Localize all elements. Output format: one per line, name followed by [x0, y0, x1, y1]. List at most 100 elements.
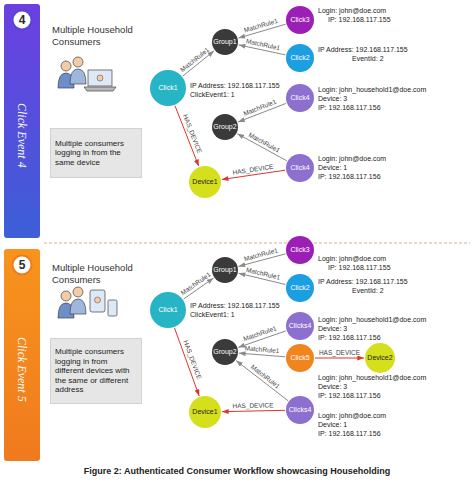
text-holder: 5	[11, 254, 33, 276]
property-text: IP Address: 192.168.117.155	[190, 82, 280, 91]
property-text: IP: 192.168.117.156	[318, 104, 381, 113]
person-head	[61, 61, 71, 71]
node-circle	[286, 84, 314, 112]
node-label: Group2	[213, 348, 236, 356]
node-circle	[212, 114, 238, 140]
step-number: 4	[19, 13, 26, 27]
node-circle	[189, 396, 221, 428]
node-label: Clicks4	[289, 322, 312, 330]
note-box: Multiple consumers logging in from diffe…	[50, 338, 142, 404]
property-text: Login: john_household1@doe.com	[318, 86, 426, 95]
property-text: ClickEvent1: 1	[190, 311, 235, 320]
panel-heading: Multiple Household Consumers	[52, 24, 142, 48]
node-label: Click2	[290, 54, 309, 62]
node-circle	[150, 292, 186, 328]
person-body	[70, 299, 86, 314]
property-text: IP Address: 192.168.117.155	[318, 278, 408, 287]
property-text: Device: 3	[318, 95, 347, 104]
node-label: Device1	[192, 408, 217, 416]
edge-label: HAS_DEVICE	[233, 402, 274, 409]
click-node: Clicks4	[286, 396, 314, 424]
node-label: Click1	[158, 306, 177, 314]
badge-circle	[13, 11, 32, 30]
text-holder: Click4	[286, 84, 314, 112]
node-label: Click2	[290, 284, 309, 292]
device-connector	[315, 358, 364, 359]
click-node: Click2	[286, 44, 314, 72]
node-label: Device2	[367, 354, 392, 362]
node-label: Click3	[290, 246, 309, 254]
panel-separator	[44, 243, 470, 244]
text-holder: Click Event 4	[4, 32, 40, 238]
text-holder: Device1	[189, 166, 221, 198]
node-label: Group1	[213, 38, 236, 46]
node-label: Device1	[192, 178, 217, 186]
property-text: EventId: 2	[352, 287, 384, 296]
edge-label: MatchRule1	[249, 364, 280, 390]
node-circle	[286, 396, 314, 424]
laptop-screen	[88, 70, 112, 86]
edge-label: MatchRule1	[245, 345, 280, 354]
click-node: Click1	[150, 292, 186, 328]
click-node: Click3	[286, 236, 314, 264]
device-node: Device1	[189, 166, 221, 198]
edge-label: MatchRule1	[243, 326, 278, 344]
panel-band: Click Event 55	[4, 249, 40, 461]
property-text: IP Address: 192.168.117.155	[318, 46, 408, 55]
node-circle	[286, 154, 314, 182]
band-title: Click Event 4	[15, 103, 29, 168]
screen-avatar	[95, 297, 101, 303]
text-holder: Click3	[286, 236, 314, 264]
group-node: Group2	[212, 339, 238, 365]
screen-avatar	[97, 75, 103, 81]
text-holder: Click Event 5	[4, 277, 40, 461]
text-holder: Device2	[365, 343, 395, 373]
note-box: Multiple consumers logging in from the s…	[50, 128, 142, 178]
group-node: Group1	[212, 29, 238, 55]
node-label: Click4	[290, 164, 309, 172]
property-text: IP: 192.168.117.156	[318, 173, 381, 182]
text-holder: Multiple consumers logging in from diffe…	[51, 339, 141, 403]
text-holder: Click3	[286, 6, 314, 34]
property-text: Device: 3	[318, 383, 347, 392]
property-text: Login: john@doe.com	[318, 412, 386, 421]
step-badge: 5	[11, 254, 33, 276]
panel-heading: Multiple Household Consumers	[52, 262, 142, 286]
node-circle	[365, 343, 395, 373]
click-node: Click4	[286, 84, 314, 112]
property-text: Login: john@doe.com	[318, 7, 386, 16]
node-label: Group1	[213, 266, 236, 274]
edge-label: MatchRule1	[180, 272, 212, 297]
property-text: Login: john@doe.com	[318, 255, 386, 264]
property-text: Login: john_household1@doe.com	[318, 374, 426, 383]
group-node: Group1	[212, 257, 238, 283]
text-holder: Group2	[212, 114, 238, 140]
click-node: Click5	[286, 344, 314, 372]
node-circle	[212, 29, 238, 55]
text-holder: Click2	[286, 274, 314, 302]
node-circle	[286, 236, 314, 264]
click-node: Click2	[286, 274, 314, 302]
edge-label: HAS_DEVICE	[232, 164, 274, 176]
property-text: IP: 192.168.117.156	[318, 334, 381, 343]
text-holder: Click2	[286, 44, 314, 72]
click-node: Clicks4	[286, 312, 314, 340]
badge-circle	[13, 256, 32, 275]
text-holder: Clicks4	[286, 312, 314, 340]
node-circle	[286, 274, 314, 302]
note-text: Multiple consumers logging in from diffe…	[55, 347, 137, 395]
node-circle	[212, 339, 238, 365]
property-text: ClickEvent1: 1	[190, 91, 235, 100]
edge-label: MatchRule1	[180, 46, 211, 73]
property-text: Device: 1	[318, 164, 347, 173]
device-node: Device1	[189, 396, 221, 428]
consumers-illustration	[58, 287, 117, 318]
match-connector	[236, 361, 288, 401]
node-label: Group2	[213, 123, 236, 131]
figure-caption: Figure 2: Authenticated Consumer Workflo…	[0, 466, 474, 477]
group-node: Group2	[212, 114, 238, 140]
property-text: EventId: 2	[352, 55, 384, 64]
property-text: IP: 192.168.117.155	[328, 264, 391, 273]
